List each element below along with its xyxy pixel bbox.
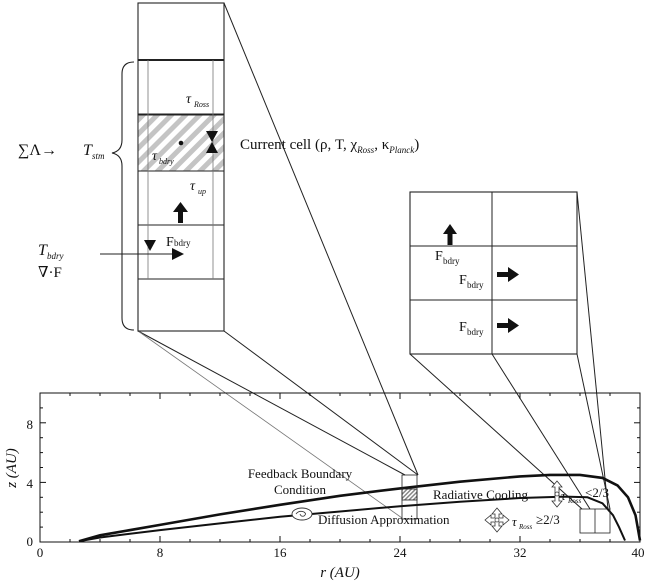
tau-ross-sub: Ross bbox=[193, 100, 209, 109]
diffusion-swirl-icon bbox=[291, 507, 313, 521]
disk-plot: 0 8 16 24 32 40 0 4 8 r (AU) z (AU) Feed… bbox=[4, 392, 645, 581]
t-stm-sub: stm bbox=[92, 151, 105, 161]
feedback-boundary-label: Feedback Boundary bbox=[248, 466, 353, 481]
plot-column-box bbox=[401, 474, 418, 520]
sum-lambda-label: ∑Λ→ bbox=[18, 142, 57, 159]
x-tick-24: 24 bbox=[394, 545, 408, 560]
f-mid-sub: bdry bbox=[467, 280, 484, 290]
x-tick-8: 8 bbox=[157, 545, 164, 560]
diffusion-cross-arrows-icon bbox=[484, 507, 510, 533]
t-bdry-sub: bdry bbox=[47, 251, 64, 261]
right-arrow-icon bbox=[497, 267, 519, 282]
right-triangle-icon bbox=[172, 248, 184, 260]
zoom-lines-left bbox=[137, 2, 419, 519]
radiative-condition: <2/3 bbox=[585, 485, 609, 500]
x-tick-16: 16 bbox=[274, 545, 288, 560]
curly-brace bbox=[111, 61, 135, 331]
down-triangle-icon bbox=[144, 240, 156, 251]
cell-column: τ Ross τ bdry τ up F bdry bbox=[100, 2, 225, 332]
zoom-lines-right bbox=[409, 191, 611, 510]
tau-bdry-label: τ bbox=[152, 149, 158, 164]
inner-boundary-curve bbox=[78, 495, 626, 543]
feedback-condition-label: Condition bbox=[274, 482, 327, 497]
f-bot-label: F bbox=[459, 320, 467, 335]
y-tick-8: 8 bbox=[27, 417, 34, 432]
radiative-tau: τ bbox=[561, 488, 567, 503]
side-labels: ∑Λ→ T stm T bdry ∇·F Current cell (ρ, T,… bbox=[18, 61, 419, 331]
hourglass-marker-icon bbox=[206, 131, 218, 153]
current-cell-label: Current cell (ρ, T, χRoss, κPlanck) bbox=[240, 137, 419, 155]
f-bdry-label: F bbox=[166, 235, 174, 250]
diffusion-tau: τ bbox=[512, 514, 518, 529]
right-arrow-icon bbox=[497, 318, 519, 333]
f-mid-label: F bbox=[459, 273, 467, 288]
diffusion-approximation-label: Diffusion Approximation bbox=[318, 512, 450, 527]
up-arrow-icon bbox=[443, 224, 457, 245]
x-tick-32: 32 bbox=[514, 545, 527, 560]
x-tick-40: 40 bbox=[632, 545, 645, 560]
tau-up-sub: up bbox=[198, 187, 206, 196]
f-top-sub: bdry bbox=[443, 256, 460, 266]
outer-boundary-curve bbox=[78, 473, 642, 543]
f-bdry-sub: bdry bbox=[174, 238, 191, 248]
y-tick-0: 0 bbox=[27, 534, 34, 549]
f-bot-sub: bdry bbox=[467, 327, 484, 337]
diffusion-condition: ≥2/3 bbox=[536, 512, 560, 527]
tau-ross-label: τ bbox=[186, 92, 192, 107]
plot-current-cell bbox=[401, 488, 418, 501]
cell-center-dot bbox=[178, 140, 184, 146]
plot-ticks bbox=[39, 392, 641, 543]
t-stm-label: T bbox=[83, 142, 93, 159]
f-top-label: F bbox=[435, 249, 443, 264]
radiative-tau-sub: Ross bbox=[567, 497, 582, 505]
tau-bdry-sub: bdry bbox=[159, 157, 174, 166]
y-axis-label: z (AU) bbox=[4, 448, 20, 489]
y-tick-4: 4 bbox=[27, 476, 34, 491]
radiative-cooling-label: Radiative Cooling bbox=[433, 487, 528, 502]
up-arrow-icon bbox=[173, 202, 188, 223]
x-axis-label: r (AU) bbox=[320, 565, 360, 581]
div-f-label: ∇·F bbox=[38, 265, 62, 281]
tau-up-label: τ bbox=[190, 179, 196, 194]
radiative-arrows-icon bbox=[551, 480, 563, 508]
x-tick-0: 0 bbox=[37, 545, 44, 560]
t-bdry-label: T bbox=[38, 242, 48, 259]
diffusion-tau-sub: Ross bbox=[518, 523, 533, 531]
right-grid-panel: F bdry F bdry F bdry bbox=[409, 191, 578, 355]
